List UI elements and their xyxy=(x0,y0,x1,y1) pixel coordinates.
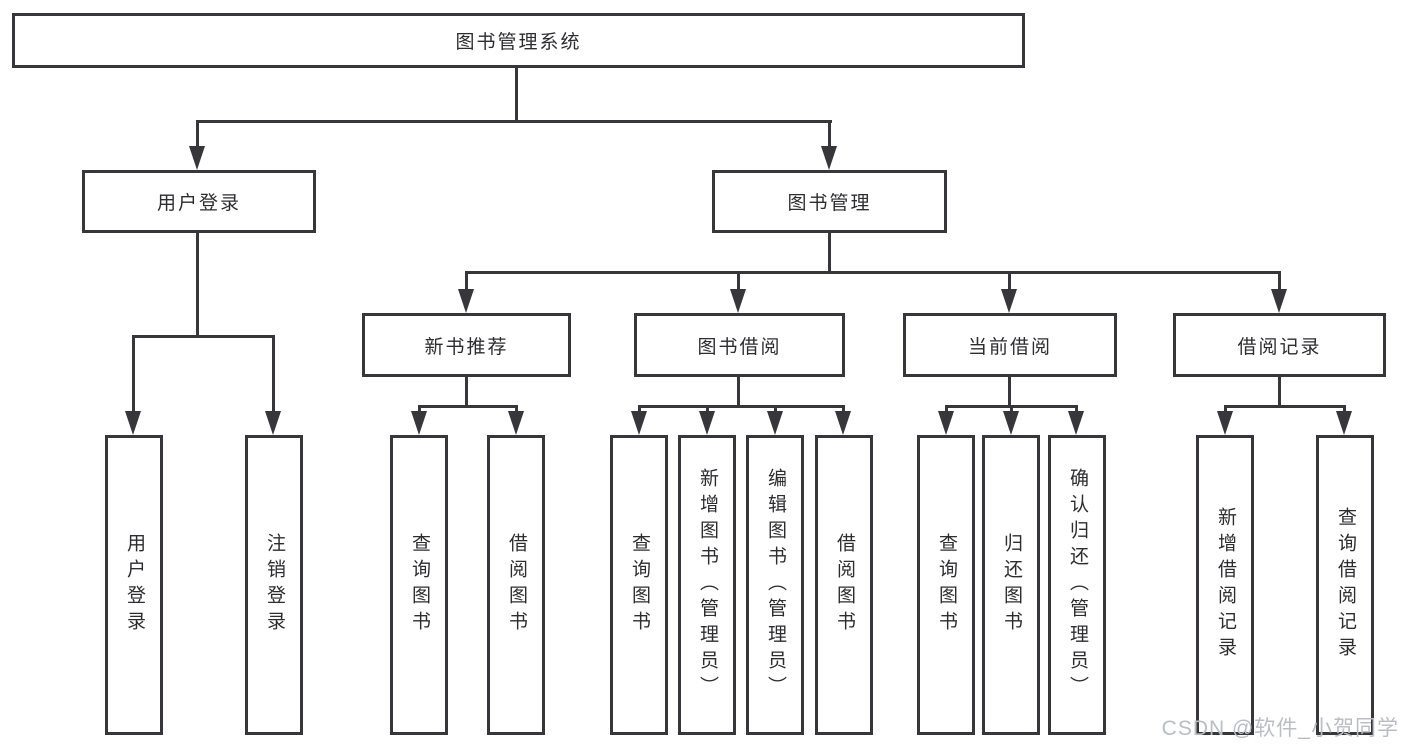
connector-drop-nbr-query xyxy=(418,405,421,413)
connector-drop-cb-return xyxy=(1010,405,1013,413)
arrow-to-cb-query-icon xyxy=(938,411,954,435)
arrow-to-user-login-icon xyxy=(189,146,205,170)
node-book-borrow: 图书借阅 xyxy=(634,313,845,377)
connector-user-login-stem xyxy=(196,233,199,335)
connector-drop-new-book-rec xyxy=(465,271,468,291)
leaf-br-query-record-label: 查询借阅记录 xyxy=(1334,507,1356,663)
leaf-cb-confirm-return-admin: 确认归还（管理员） xyxy=(1048,435,1106,735)
node-book-mgmt-label: 图书管理 xyxy=(787,193,872,214)
connector-book-mgmt-rail xyxy=(465,271,1281,274)
connector-drop-cb-query xyxy=(945,405,948,413)
connector-new-book-rec-rail xyxy=(418,405,518,408)
node-user-login: 用户登录 xyxy=(82,170,316,233)
connector-drop-bb-add xyxy=(706,405,709,413)
node-borrow-records-label: 借阅记录 xyxy=(1237,336,1322,358)
arrow-to-new-book-rec-icon xyxy=(458,289,474,313)
leaf-bb-query-books: 查询图书 xyxy=(610,435,668,735)
connector-drop-current-borrow xyxy=(1008,271,1011,291)
node-root-system-label: 图书管理系统 xyxy=(455,32,582,53)
arrow-to-bb-borrow-icon xyxy=(835,411,851,435)
connector-new-book-rec-stem xyxy=(465,377,468,405)
leaf-nbr-borrow-books-label: 借阅图书 xyxy=(505,533,527,637)
node-book-mgmt: 图书管理 xyxy=(712,170,947,233)
connector-borrow-records-rail xyxy=(1224,405,1346,408)
node-current-borrow: 当前借阅 xyxy=(903,313,1117,377)
arrow-to-current-borrow-icon xyxy=(1001,289,1017,313)
arrow-to-book-borrow-icon xyxy=(730,289,746,313)
leaf-logout: 注销登录 xyxy=(245,435,303,735)
leaf-cb-query-books-label: 查询图书 xyxy=(935,533,957,637)
arrow-to-borrow-records-icon xyxy=(1271,289,1287,313)
connector-drop-br-query xyxy=(1343,405,1346,413)
connector-current-borrow-stem xyxy=(1008,377,1011,405)
leaf-br-query-record: 查询借阅记录 xyxy=(1316,435,1374,735)
connector-drop-book-mgmt xyxy=(828,120,831,148)
node-book-borrow-label: 图书借阅 xyxy=(697,336,782,358)
arrow-to-cb-confirm-icon xyxy=(1068,411,1084,435)
connector-drop-logout-leaf xyxy=(272,335,275,413)
arrow-to-nbr-query-icon xyxy=(411,411,427,435)
connector-drop-borrow-records xyxy=(1278,271,1281,291)
connector-drop-cb-confirm xyxy=(1075,405,1078,413)
leaf-bb-query-books-label: 查询图书 xyxy=(628,533,650,637)
leaf-bb-edit-books-admin: 编辑图书（管理员） xyxy=(746,435,804,735)
leaf-nbr-borrow-books: 借阅图书 xyxy=(487,435,545,735)
connector-drop-login-leaf xyxy=(132,335,135,413)
leaf-user-login: 用户登录 xyxy=(105,435,163,735)
connector-drop-book-borrow xyxy=(737,271,740,291)
leaf-bb-add-books-admin: 新增图书（管理员） xyxy=(678,435,736,735)
connector-drop-br-add xyxy=(1224,405,1227,413)
connector-book-borrow-rail xyxy=(638,405,845,408)
node-user-login-label: 用户登录 xyxy=(156,193,241,214)
arrow-to-br-query-icon xyxy=(1336,411,1352,435)
connector-drop-bb-edit xyxy=(774,405,777,413)
csdn-watermark: CSDN @软件_小贺同学 xyxy=(1161,717,1399,740)
node-new-book-rec-label: 新书推荐 xyxy=(424,336,509,358)
leaf-logout-label: 注销登录 xyxy=(263,533,285,637)
node-new-book-rec: 新书推荐 xyxy=(362,313,571,377)
connector-drop-user-login xyxy=(196,120,199,148)
arrow-to-logout-leaf-icon xyxy=(265,411,281,435)
leaf-cb-confirm-return-admin-label: 确认归还（管理员） xyxy=(1066,468,1088,702)
connector-borrow-records-stem xyxy=(1278,377,1281,405)
connector-drop-bb-query xyxy=(638,405,641,413)
connector-root-rail xyxy=(196,120,832,123)
node-current-borrow-label: 当前借阅 xyxy=(967,336,1052,358)
leaf-bb-edit-books-admin-label: 编辑图书（管理员） xyxy=(764,468,786,702)
arrow-to-book-mgmt-icon xyxy=(821,146,837,170)
leaf-bb-add-books-admin-label: 新增图书（管理员） xyxy=(696,468,718,702)
leaf-cb-query-books: 查询图书 xyxy=(917,435,975,735)
arrow-to-login-leaf-icon xyxy=(125,411,141,435)
node-borrow-records: 借阅记录 xyxy=(1173,313,1386,377)
leaf-bb-borrow-books-label: 借阅图书 xyxy=(833,533,855,637)
node-root-system: 图书管理系统 xyxy=(12,13,1025,68)
connector-root-stem xyxy=(515,68,518,120)
leaf-nbr-query-books: 查询图书 xyxy=(390,435,448,735)
leaf-br-add-record: 新增借阅记录 xyxy=(1196,435,1254,735)
connector-book-borrow-stem xyxy=(737,377,740,405)
arrow-to-bb-add-icon xyxy=(699,411,715,435)
connector-drop-nbr-borrow xyxy=(515,405,518,413)
leaf-nbr-query-books-label: 查询图书 xyxy=(408,533,430,637)
arrow-to-br-add-icon xyxy=(1217,411,1233,435)
connector-drop-bb-borrow xyxy=(842,405,845,413)
arrow-to-bb-query-icon xyxy=(631,411,647,435)
leaf-user-login-label: 用户登录 xyxy=(123,533,145,637)
leaf-cb-return-books: 归还图书 xyxy=(982,435,1040,735)
leaf-bb-borrow-books: 借阅图书 xyxy=(815,435,873,735)
connector-user-login-rail xyxy=(132,335,275,338)
leaf-br-add-record-label: 新增借阅记录 xyxy=(1214,507,1236,663)
arrow-to-nbr-borrow-icon xyxy=(508,411,524,435)
arrow-to-cb-return-icon xyxy=(1003,411,1019,435)
connector-book-mgmt-stem xyxy=(828,233,831,273)
leaf-cb-return-books-label: 归还图书 xyxy=(1000,533,1022,637)
arrow-to-bb-edit-icon xyxy=(767,411,783,435)
